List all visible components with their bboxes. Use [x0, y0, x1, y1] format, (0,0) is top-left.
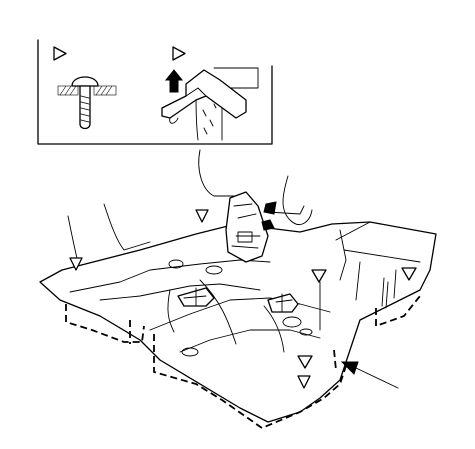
inset-marker-left	[53, 46, 67, 61]
hidden-outline	[65, 304, 145, 343]
wire-harness	[282, 175, 313, 225]
floor-carpet-assembly	[39, 149, 437, 430]
floor-marker-3	[311, 269, 327, 283]
carpet-main	[39, 221, 437, 423]
floor-marker-6	[297, 375, 311, 389]
center-tunnel	[225, 191, 269, 263]
floor-marker-1	[69, 257, 83, 271]
pull-direction-arrow-icon	[164, 69, 184, 93]
inset-frame	[37, 39, 273, 145]
floor-marker-2	[195, 209, 209, 223]
floor-marker-4	[401, 267, 417, 281]
inset-marker-right	[172, 46, 186, 61]
detail-inset	[37, 39, 273, 145]
left-pillar	[103, 203, 151, 251]
floor-marker-5	[297, 355, 313, 369]
rear-pillar	[198, 149, 235, 197]
clip-fastener-icon	[57, 76, 117, 130]
clip-removal-tool-icon	[161, 67, 259, 141]
pointer-arrow-icon	[340, 361, 399, 389]
